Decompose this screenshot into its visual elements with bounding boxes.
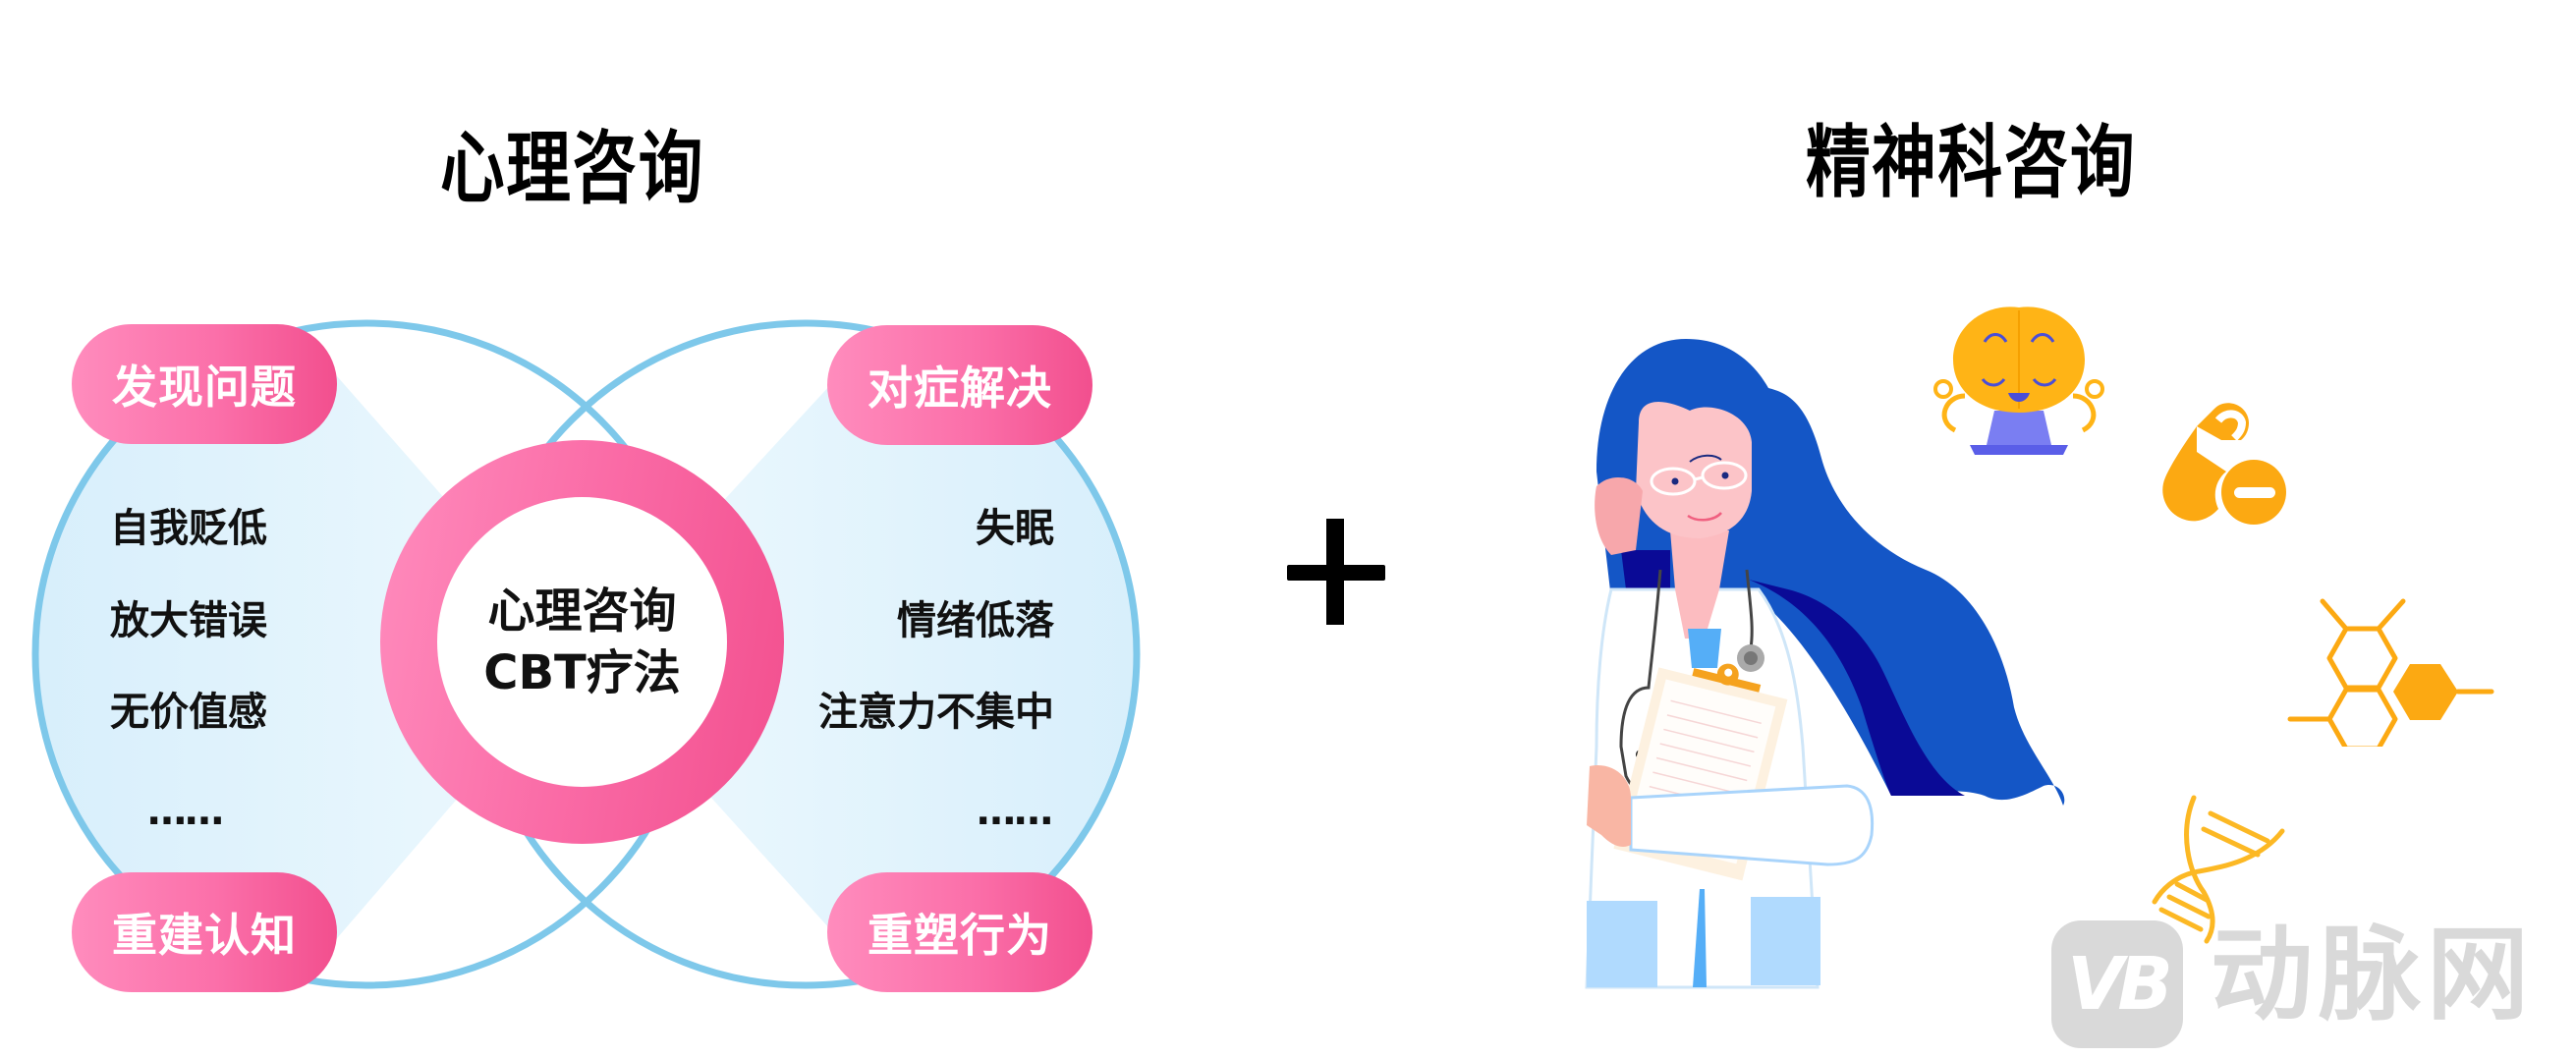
pill-discover-problem: 发现问题 <box>72 324 337 444</box>
left-ellipsis: …… <box>147 789 224 834</box>
center-ring: 心理咨询 CBT疗法 <box>380 440 784 844</box>
plus-vertical-bar <box>1326 519 1344 625</box>
section-title-psychiatry-consultation: 精神科咨询 <box>1806 117 2137 208</box>
left-item: 自我贬低 <box>110 506 267 551</box>
scrubs <box>1688 629 1721 668</box>
hair-shadow <box>1749 580 1965 796</box>
right-item: 注意力不集中 <box>818 690 1054 735</box>
left-item: 放大错误 <box>110 598 267 643</box>
center-label: 心理咨询 CBT疗法 <box>437 497 727 787</box>
watermark-text: 动脉网 <box>2211 915 2536 1034</box>
right-ellipsis: …… <box>977 789 1053 834</box>
right-item: 情绪低落 <box>897 598 1054 643</box>
hand <box>1595 476 1643 555</box>
pills-icon <box>2162 403 2286 525</box>
molecule-icon <box>2287 598 2494 747</box>
left-item: 无价值感 <box>110 690 267 735</box>
pill-targeted-solution: 对症解决 <box>827 325 1092 445</box>
face <box>1636 401 1752 538</box>
watermark-logo: VB <box>2051 920 2183 1048</box>
pill-rebuild-cognition: 重建认知 <box>72 872 337 992</box>
arm <box>1629 784 1875 866</box>
dna-icon <box>2152 795 2285 944</box>
doctor-illustration <box>1585 339 2065 989</box>
center-label-line2: CBT疗法 <box>483 644 681 700</box>
pill-reshape-behavior: 重塑行为 <box>827 872 1092 992</box>
right-item: 失眠 <box>976 506 1054 551</box>
right-pocket <box>1751 897 1820 985</box>
center-label-line1: 心理咨询 <box>487 584 677 640</box>
left-pocket <box>1587 901 1657 987</box>
watermark-logo-text: VB <box>2067 942 2173 1027</box>
section-title-psychological-counseling: 心理咨询 <box>440 123 704 214</box>
meditating-brain-icon <box>1933 306 2104 455</box>
right-circle-fill <box>582 323 1137 985</box>
left-circle-fill <box>35 323 582 985</box>
